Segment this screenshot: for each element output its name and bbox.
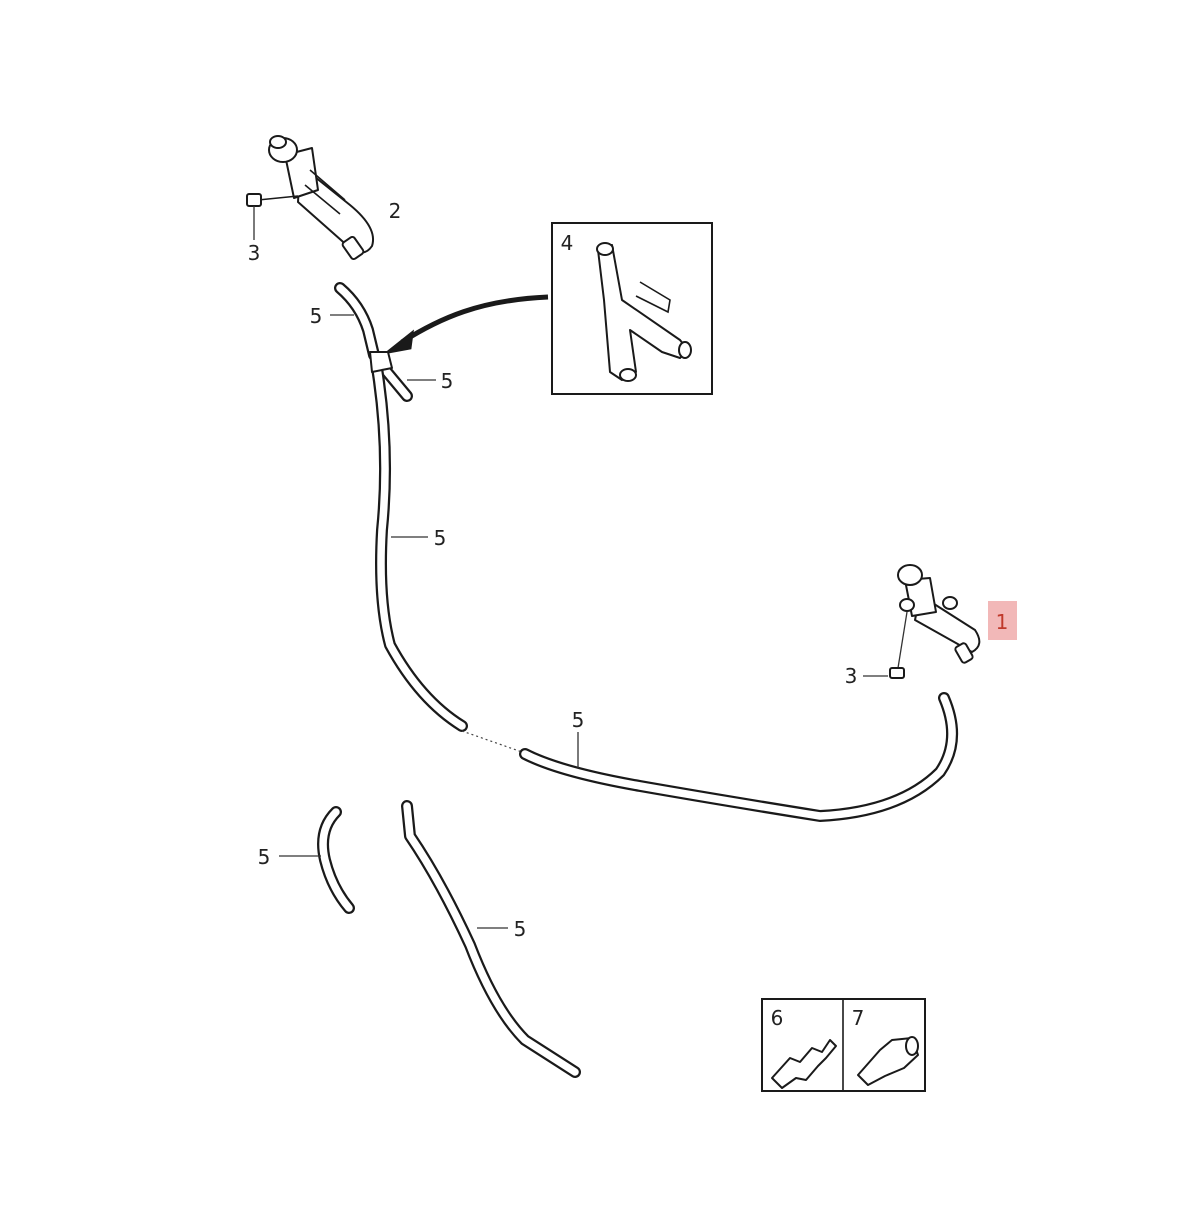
hose-vertical [371,362,468,732]
detail-box-connectors [761,998,926,1092]
hose-short [317,806,355,914]
callout-7: 7 [852,1006,865,1030]
detail-box-y-connector [551,222,713,395]
hose-branch [376,360,413,402]
callout-4: 4 [561,231,574,255]
callout-5-vertical: 5 [434,526,447,550]
hose-top-tip [334,282,380,361]
pointer-arrow [387,294,549,354]
callout-3-left: 3 [248,241,261,265]
bolt-right [863,611,908,679]
callout-5-short: 5 [258,845,271,869]
nozzle-left [268,135,374,261]
callout-5-s-curve: 5 [514,917,527,941]
callout-5-branch: 5 [441,369,454,393]
callout-1: 1 [996,610,1009,634]
nozzle-right [897,564,981,664]
callout-3-right: 3 [845,664,858,688]
highlight-box [988,601,1017,640]
bolt-left [246,193,299,240]
dashed-link [461,730,523,753]
callout-5-bottom-long: 5 [572,708,585,732]
callout-2: 2 [389,199,402,223]
hose-s-curve [401,800,581,1078]
callout-6: 6 [771,1006,784,1030]
hose-bottom-long [519,692,959,822]
y-junction [369,351,393,373]
callout-5-top-tip: 5 [310,304,323,328]
